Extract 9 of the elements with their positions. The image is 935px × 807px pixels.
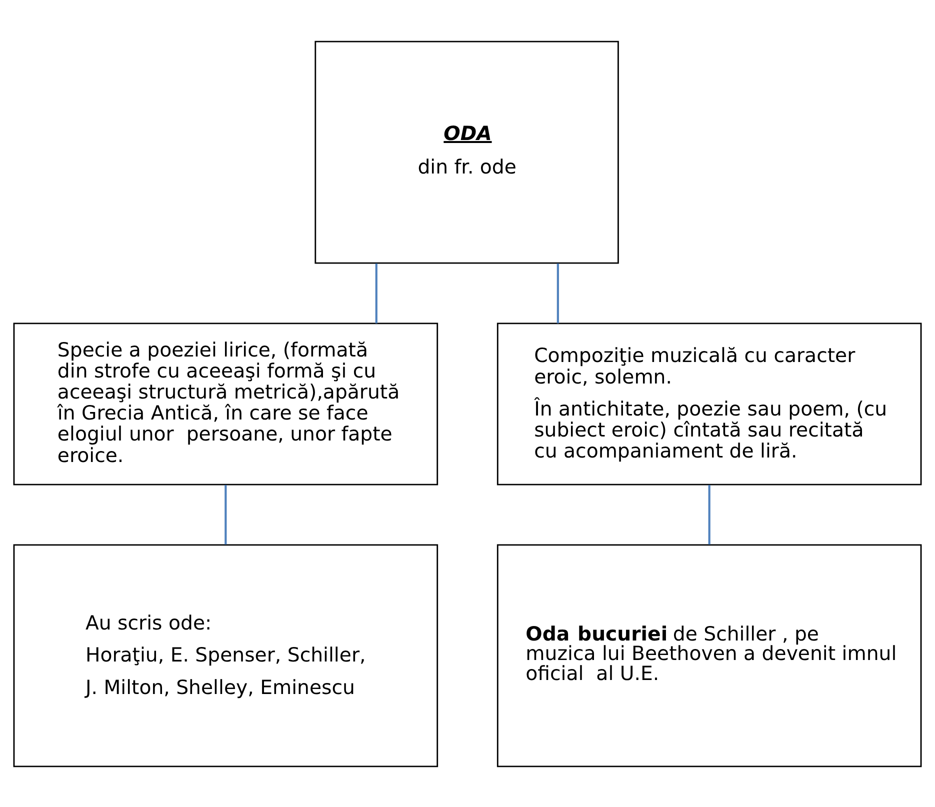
connector: [708, 484, 710, 544]
connector: [224, 484, 227, 544]
connector: [375, 262, 378, 323]
node-box: ODA din fr. ode: [314, 40, 619, 264]
node-box: Compoziţie muzicală cu caracter eroic, solemn. În antichitate, poezie sau poem, (cu subiect eroic) cîntată sau recitată cu acompaniament de liră.: [496, 322, 922, 485]
node-box: Au scris ode: Horaţiu, E. Spenser, Schiller, J. Milton, Shelley, Eminescu: [13, 544, 438, 767]
node-box: Oda bucuriei de Schiller , pe muzica lui Beethoven a devenit imnul oficial al U.E.: [496, 544, 922, 767]
connector: [556, 262, 559, 323]
node-box: Specie a poeziei lirice, (formată din strofe cu aceeaşi formă şi cu aceeaşi structură metrică),apărută în Grecia Antică, în care se face elogiul unor persoane, unor fapte eroice.: [13, 322, 438, 485]
